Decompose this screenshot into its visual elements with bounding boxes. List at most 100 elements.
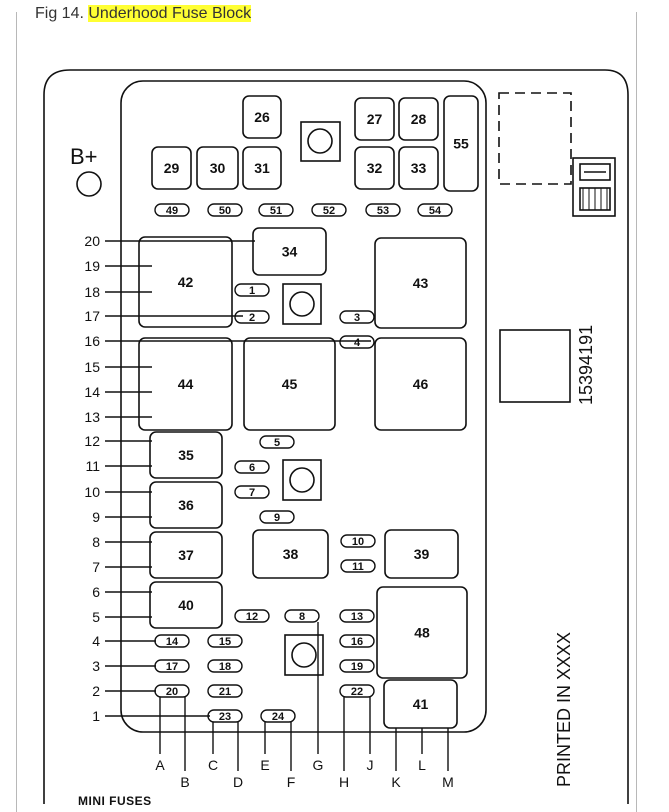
bottom-terminal-B: B [180,697,190,790]
side-number-13: 13 [84,409,100,425]
relay-label-43: 43 [413,275,429,291]
side-terminal-3: 3 [92,658,156,674]
side-number-20: 20 [84,233,100,249]
relay-42: 42 [138,236,233,328]
bottom-terminal-L: L [418,728,426,773]
side-number-7: 7 [92,559,100,575]
mini-fuse-label-5: 5 [274,437,280,449]
side-number-11: 11 [85,458,100,474]
mini-fuse-label-18: 18 [219,661,231,673]
mini-fuse-49: 49 [154,203,190,217]
relay-label-29: 29 [164,160,180,176]
relay-40: 40 [149,581,223,629]
mini-fuse-label-10: 10 [352,536,364,548]
mini-fuse-23: 23 [207,709,243,723]
bottom-letter-F: F [287,774,296,790]
side-number-2: 2 [92,683,100,699]
bottom-terminal-H: H [339,697,349,790]
bottom-letter-B: B [180,774,189,790]
side-terminal-8: 8 [92,534,152,550]
relay-38: 38 [252,529,329,579]
relay-46: 46 [374,337,467,431]
side-terminal-18: 18 [84,284,152,300]
mini-fuse-label-17: 17 [166,661,178,673]
relay-label-34: 34 [282,244,298,260]
side-terminal-4: 4 [92,633,156,649]
relay-label-39: 39 [414,546,430,562]
side-terminal-1: 1 [92,708,210,724]
fuse-panel [120,80,487,733]
bottom-letter-J: J [367,757,374,773]
side-number-5: 5 [92,609,100,625]
mini-fuse-label-14: 14 [166,636,179,648]
bottom-letter-L: L [418,757,426,773]
side-number-3: 3 [92,658,100,674]
figure-page: Fig 14. Underhood Fuse Block [16,5,637,812]
side-terminal-13: 13 [84,409,152,425]
bottom-letter-C: C [208,757,218,773]
mini-fuse-label-1: 1 [249,285,255,297]
relay-label-30: 30 [210,160,226,176]
mini-fuse-label-24: 24 [272,711,285,723]
mini-fuse-label-3: 3 [354,312,360,324]
side-number-15: 15 [84,359,100,375]
relay-label-36: 36 [178,497,194,513]
relay-label-38: 38 [283,546,299,562]
relay-48: 48 [376,586,468,679]
mount-boss-2 [282,283,322,325]
mini-fuse-label-19: 19 [351,661,363,673]
mini-fuse-label-16: 16 [351,636,363,648]
side-terminal-15: 15 [84,359,152,375]
mini-fuse-label-49: 49 [166,205,178,217]
side-number-18: 18 [84,284,100,300]
mini-fuse-19: 19 [339,659,375,673]
mini-fuse-53: 53 [365,203,401,217]
mini-fuse-label-52: 52 [323,205,335,217]
mini-fuse-3: 3 [339,310,375,324]
mini-fuse-label-11: 11 [352,561,364,573]
relay-label-32: 32 [367,160,383,176]
mini-fuse-52: 52 [311,203,347,217]
relay-35: 35 [149,431,223,479]
battery-terminal [76,171,102,197]
mini-fuses-label: MINI FUSES [78,794,152,808]
mini-fuse-label-50: 50 [219,205,231,217]
mini-fuse-label-21: 21 [219,686,231,698]
relay-label-41: 41 [413,696,429,712]
mini-fuse-label-54: 54 [429,205,442,217]
part-number: 15394191 [576,325,596,405]
side-terminal-19: 19 [84,258,152,274]
side-terminal-16: 16 [84,333,371,349]
label-box [499,329,571,403]
mini-fuse-54: 54 [417,203,453,217]
dashed-outline [498,92,572,185]
mini-fuse-label-4: 4 [354,337,361,349]
bottom-terminal-F: F [287,722,296,790]
mini-fuse-11: 11 [340,559,376,573]
mount-boss-1 [300,121,341,162]
side-terminal-5: 5 [92,609,152,625]
mini-fuse-18: 18 [207,659,243,673]
relay-33: 33 [398,146,439,190]
relay-39: 39 [384,529,459,579]
mini-fuse-16: 16 [339,634,375,648]
mini-fuse-label-8: 8 [299,611,305,623]
mini-fuse-5: 5 [259,435,295,449]
relay-label-35: 35 [178,447,194,463]
relay-label-40: 40 [178,597,194,613]
relay-29: 29 [151,146,192,190]
connector-icon [572,157,616,217]
mini-fuse-label-51: 51 [270,205,282,217]
mini-fuse-17: 17 [154,659,190,673]
bottom-terminal-C: C [208,722,218,773]
relay-label-48: 48 [414,625,430,641]
mini-fuse-14: 14 [154,634,190,648]
mini-fuse-50: 50 [207,203,243,217]
relay-30: 30 [196,146,239,190]
mini-fuse-20: 20 [154,684,190,698]
mini-fuse-label-7: 7 [249,487,255,499]
relay-55: 55 [443,95,479,192]
